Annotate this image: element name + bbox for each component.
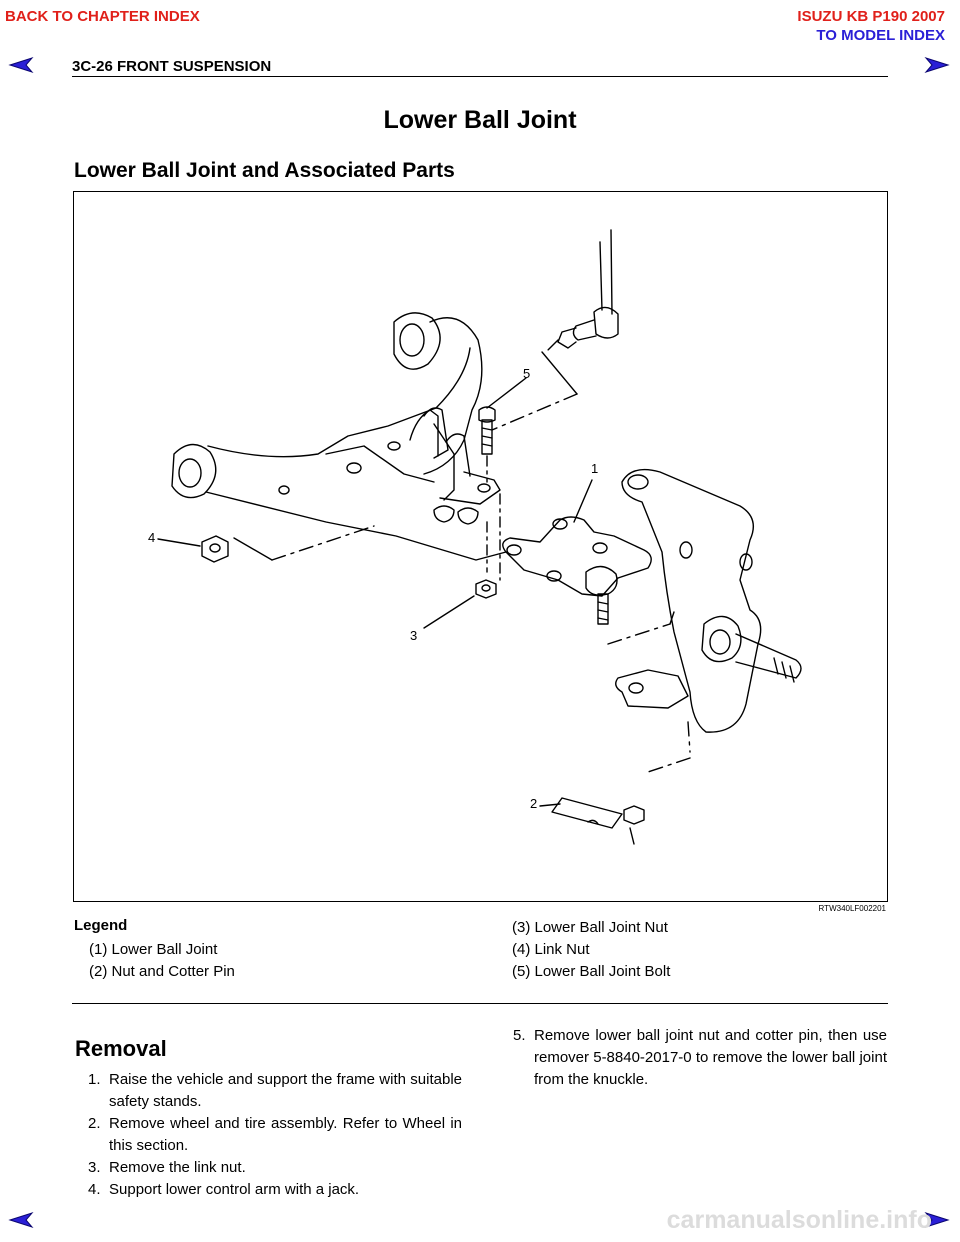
callout-1: 1: [591, 461, 599, 476]
removal-steps-right: 5. Remove lower ball joint nut and cotte…: [513, 1025, 887, 1095]
removal-step: 2. Remove wheel and tire assembly. Refer…: [88, 1113, 462, 1157]
legend-item: (1) Lower Ball Joint: [89, 941, 218, 958]
step-number: 1.: [88, 1071, 101, 1088]
previous-page-arrow-icon[interactable]: [8, 57, 34, 73]
callout-5: 5: [523, 366, 531, 381]
step-number: 5.: [513, 1027, 526, 1044]
to-model-index-link[interactable]: TO MODEL INDEX: [816, 27, 945, 44]
section-header: 3C-26 FRONT SUSPENSION: [72, 58, 272, 75]
back-to-chapter-index-link[interactable]: BACK TO CHAPTER INDEX: [5, 8, 200, 25]
step-number: 2.: [88, 1115, 101, 1132]
callout-4: 4: [148, 530, 156, 545]
next-page-bottom-arrow-icon[interactable]: [924, 1212, 950, 1228]
legend-item: (4) Link Nut: [512, 941, 590, 958]
callout-2: 2: [530, 796, 538, 811]
legend-item: (5) Lower Ball Joint Bolt: [512, 963, 671, 980]
callout-3: 3: [410, 628, 418, 643]
legend-item: (2) Nut and Cotter Pin: [89, 963, 235, 980]
step-text: Support lower control arm with a jack.: [109, 1181, 360, 1198]
model-line-link[interactable]: ISUZU KB P190 2007: [797, 8, 945, 25]
header-divider: [72, 76, 888, 77]
legend-heading: Legend: [74, 917, 128, 934]
removal-step: 1. Raise the vehicle and support the fra…: [88, 1069, 462, 1113]
next-page-arrow-icon[interactable]: [924, 57, 950, 73]
step-number: 3.: [88, 1159, 101, 1176]
removal-heading: Removal: [75, 1036, 167, 1061]
watermark: carmanualsonline.info: [666, 1206, 932, 1234]
figure-code: RTW340LF002201: [818, 904, 886, 913]
section-divider: [72, 1003, 888, 1004]
figure-subtitle: Lower Ball Joint and Associated Parts: [74, 159, 455, 182]
step-text: Remove lower ball joint nut and cotter p…: [534, 1027, 887, 1088]
step-text: Raise the vehicle and support the frame …: [109, 1071, 462, 1110]
exploded-diagram-figure: 5 1 4 3 2: [73, 191, 888, 902]
step-text: Remove wheel and tire assembly. Refer to…: [109, 1115, 462, 1154]
removal-steps-left: 1. Raise the vehicle and support the fra…: [88, 1069, 462, 1209]
legend-item: (3) Lower Ball Joint Nut: [512, 919, 668, 936]
removal-step: 3. Remove the link nut.: [88, 1157, 462, 1179]
page-title: Lower Ball Joint: [383, 106, 577, 134]
previous-page-bottom-arrow-icon[interactable]: [8, 1212, 34, 1228]
step-number: 4.: [88, 1181, 101, 1198]
removal-step: 4. Support lower control arm with a jack…: [88, 1179, 462, 1201]
step-text: Remove the link nut.: [109, 1159, 246, 1176]
lower-ball-joint-diagram: [157, 229, 802, 845]
removal-step: 5. Remove lower ball joint nut and cotte…: [513, 1025, 887, 1091]
